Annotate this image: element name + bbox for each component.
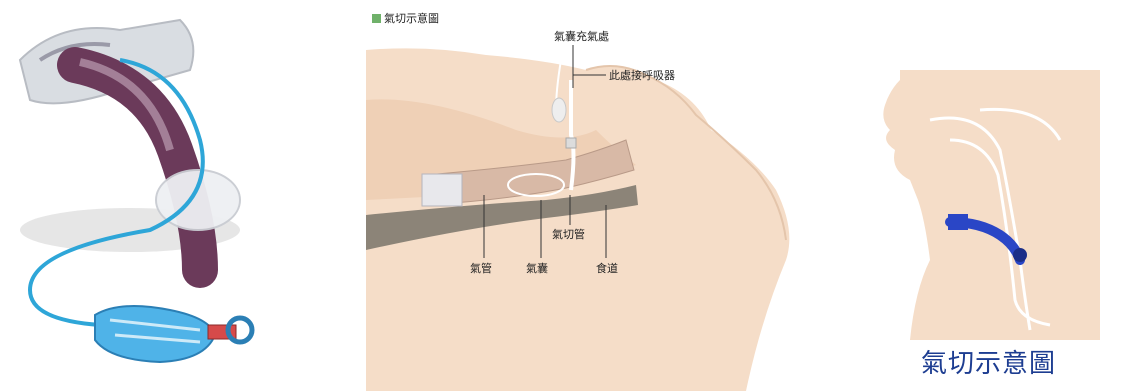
label-trachea: 氣管 bbox=[470, 261, 492, 275]
trach-diagram-panel: 氣囊充氣處 此處接呼吸器 氣切管 氣管 氣囊 食道 bbox=[366, 0, 822, 391]
diagram-legend: 氣切示意圖 bbox=[372, 10, 439, 26]
pilot-balloon bbox=[552, 98, 566, 122]
neck-silhouette bbox=[870, 0, 1126, 391]
label-esophagus: 食道 bbox=[596, 261, 618, 275]
trach-diagram: 氣囊充氣處 此處接呼吸器 氣切管 氣管 氣囊 食道 bbox=[366, 0, 822, 391]
label-suction-connector: 此處接呼吸器 bbox=[609, 68, 675, 82]
trach-tube-photo-panel bbox=[0, 0, 360, 391]
legend-swatch bbox=[372, 14, 381, 23]
trachea-rings bbox=[422, 174, 462, 206]
legend-label: 氣切示意圖 bbox=[384, 10, 439, 26]
trach-tube-photo bbox=[0, 0, 360, 391]
diagram-caption: 氣切示意圖 bbox=[921, 343, 1056, 380]
label-trach-tube: 氣切管 bbox=[552, 227, 585, 241]
connector bbox=[566, 138, 576, 148]
label-balloon-inflation: 氣囊充氣處 bbox=[554, 29, 609, 43]
neck-silhouette-panel bbox=[870, 0, 1126, 391]
label-cuff: 氣囊 bbox=[526, 261, 548, 275]
trach-cuff-blue bbox=[1013, 248, 1027, 262]
trach-flange-blue bbox=[948, 214, 968, 230]
pilot-balloon bbox=[95, 306, 252, 362]
